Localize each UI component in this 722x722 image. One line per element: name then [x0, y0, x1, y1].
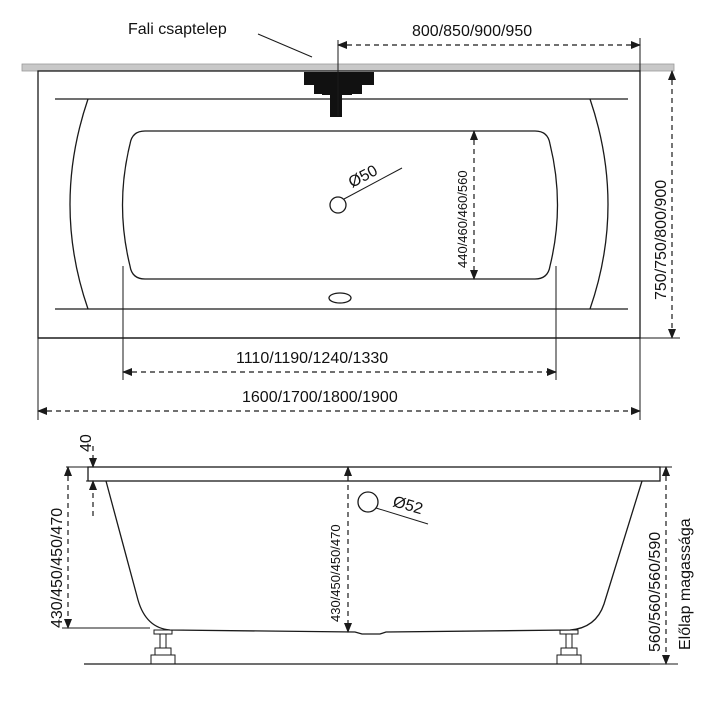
inner-basin	[121, 130, 559, 280]
panel-caption: Előlap magassága	[677, 518, 694, 650]
tub-rim	[87, 466, 661, 482]
side-view: 40 430/450/450/470 430/450/450/470 Ø52 5…	[49, 434, 694, 665]
wall-faucet-icon	[304, 72, 374, 117]
overflow-circle	[357, 491, 379, 513]
inner-height-label: 440/460/460/560	[455, 170, 470, 268]
right-leg-icon	[556, 629, 582, 665]
panel-height-label: 560/560/560/590	[647, 532, 664, 652]
drain-leader-line	[343, 167, 403, 200]
overflow-leader-line	[375, 507, 429, 525]
height-left-label: 430/450/450/470	[49, 508, 66, 628]
faucet-leader-line	[257, 33, 313, 58]
left-leg-icon	[150, 629, 176, 665]
left-bowl-arc	[69, 98, 89, 310]
right-bowl-arc	[589, 98, 609, 310]
tub-body-side	[105, 480, 643, 635]
top-view: Fali csaptelep 800/850/900/950 750/750/8…	[21, 21, 680, 420]
height-center-label: 430/450/450/470	[328, 524, 343, 622]
overflow-ellipse	[328, 292, 352, 304]
inner-length-label: 1110/1190/1240/1330	[236, 350, 388, 367]
drain-label: Ø50	[346, 162, 381, 191]
faucet-label: Fali csaptelep	[128, 21, 227, 38]
wall-offset-label: 800/850/900/950	[412, 23, 532, 40]
length-label: 1600/1700/1800/1900	[242, 389, 398, 406]
wall-strip	[21, 63, 675, 72]
drain-circle	[329, 196, 347, 214]
rim-label: 40	[78, 434, 95, 452]
width-label: 750/750/800/900	[653, 180, 670, 300]
